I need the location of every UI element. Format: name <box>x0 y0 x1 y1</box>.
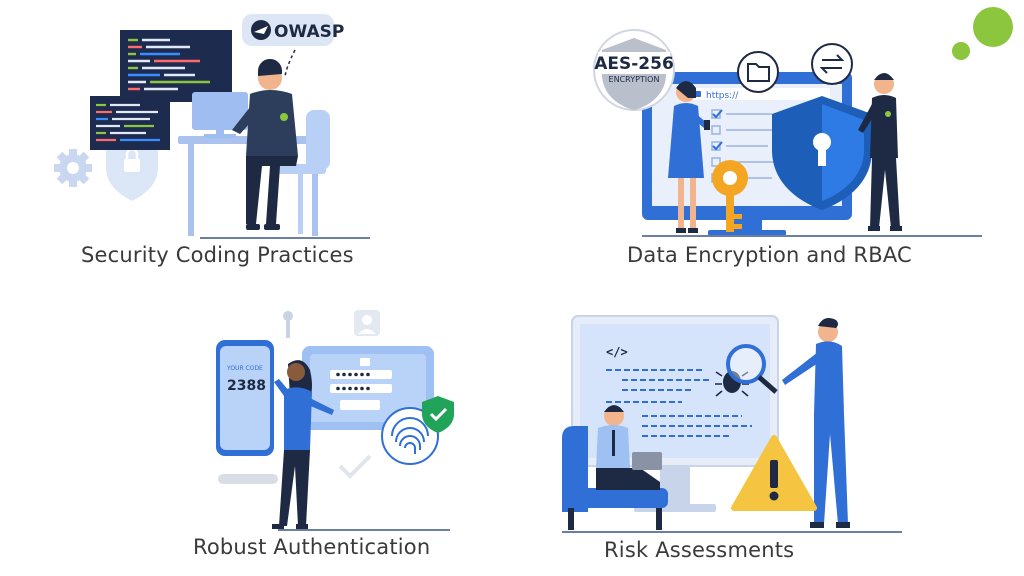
check-mark-icon <box>338 454 372 479</box>
encryption-illustration: https:// <box>593 29 982 237</box>
standing-man <box>782 318 850 528</box>
pin-dots <box>218 474 278 484</box>
caption-encryption: Data Encryption and RBAC <box>627 243 912 267</box>
key-small-icon <box>283 311 293 338</box>
caption-secure-coding: Security Coding Practices <box>81 243 354 267</box>
monitor-icon <box>192 92 248 138</box>
key-icon <box>712 160 748 232</box>
chair <box>276 110 330 234</box>
risk-illustration: </> <box>562 315 902 533</box>
code-tag-label: </> <box>606 345 628 359</box>
svg-text:AES-256: AES-256 <box>594 54 674 74</box>
panel-encryption: https:// <box>512 0 1024 288</box>
svg-text:OWASP: OWASP <box>274 22 344 42</box>
verified-shield-icon <box>422 396 454 433</box>
magnifier-icon <box>726 344 778 394</box>
folder-icon <box>737 51 779 93</box>
caption-risk: Risk Assessments <box>604 538 795 562</box>
code-lines <box>606 369 752 437</box>
woman-person <box>668 81 710 233</box>
sitting-man <box>596 405 662 490</box>
armchair <box>562 426 668 530</box>
secure-coding-illustration: OWASP <box>54 14 370 239</box>
bug-icon <box>715 371 749 397</box>
woman-person <box>272 360 334 529</box>
warning-icon <box>731 435 817 511</box>
developer-person <box>232 58 298 230</box>
decorative-dots <box>952 7 1013 60</box>
authentication-illustration: YOUR CODE 2388 <box>216 310 454 531</box>
svg-text:2388: 2388 <box>227 378 266 394</box>
owasp-badge: OWASP <box>242 14 344 79</box>
caption-authentication: Robust Authentication <box>193 535 431 559</box>
man-person <box>858 73 902 231</box>
panel-authentication: YOUR CODE 2388 <box>0 288 512 576</box>
svg-text:https://: https:// <box>706 91 739 101</box>
panel-secure-coding: OWASP Security Coding Practices <box>0 0 512 288</box>
panel-risk: </> <box>512 288 1024 576</box>
code-screen-back <box>120 30 232 102</box>
code-screen-front <box>90 96 170 150</box>
url-bar: https:// <box>690 88 830 101</box>
user-card-icon <box>354 310 380 336</box>
aes-256-badge: AES-256 ENCRYPTION <box>593 29 675 111</box>
svg-text:YOUR CODE: YOUR CODE <box>226 365 263 372</box>
shield-lock-icon <box>106 137 158 201</box>
svg-text:ENCRYPTION: ENCRYPTION <box>609 75 660 84</box>
gear-icon <box>54 149 92 187</box>
phone-device: YOUR CODE 2388 <box>216 340 274 456</box>
shield-keyhole-icon <box>772 96 872 210</box>
transfer-arrows-icon <box>811 43 853 85</box>
